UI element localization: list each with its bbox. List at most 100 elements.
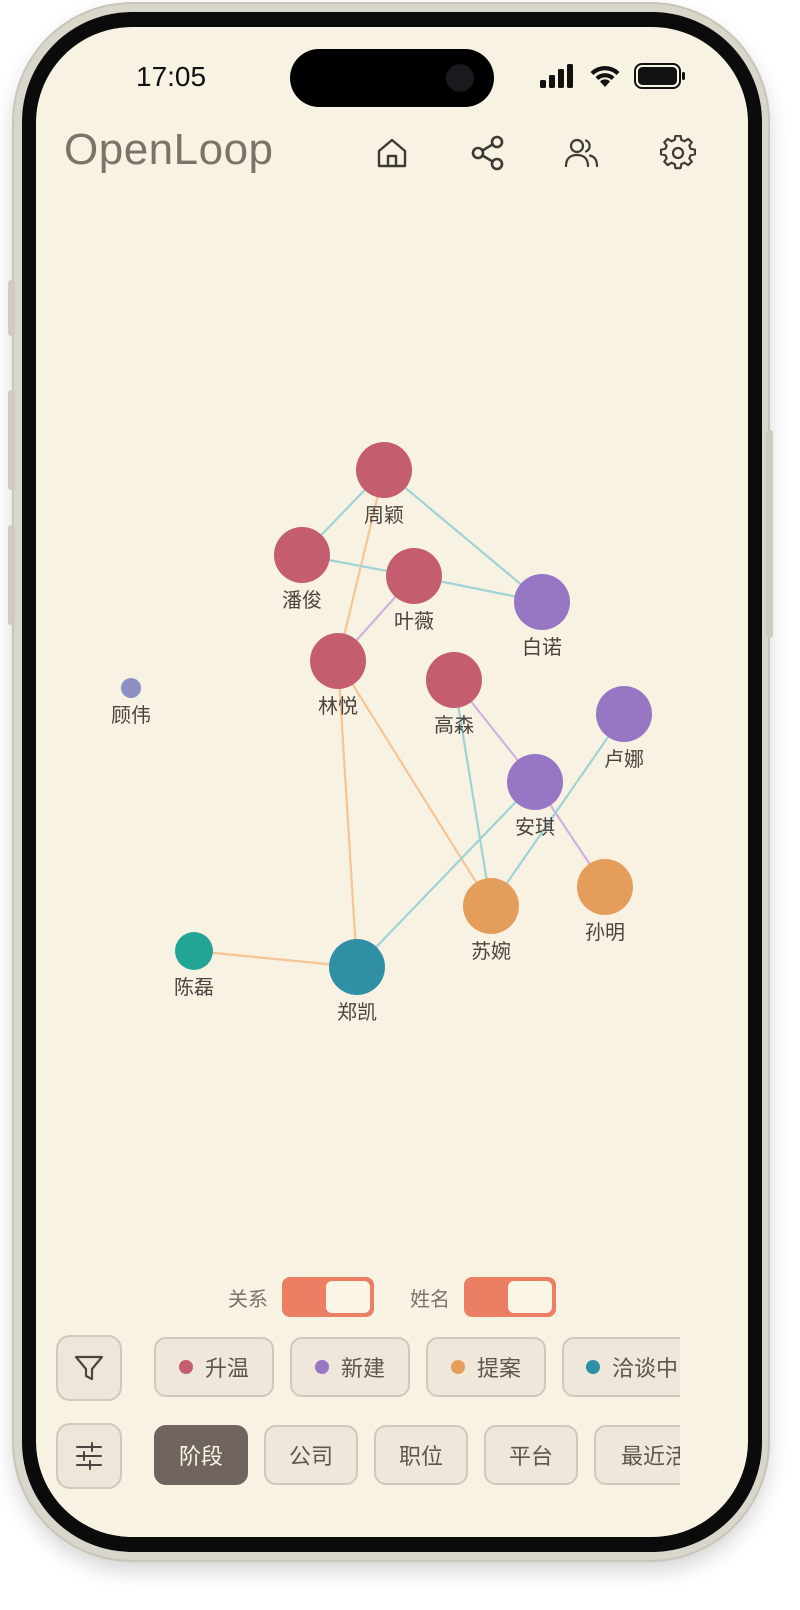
chip-label: 新建 [340, 1357, 385, 1382]
node-circle[interactable] [121, 678, 141, 698]
sort-settings-button[interactable] [56, 1423, 122, 1489]
node-label: 卢娜 [604, 747, 644, 771]
chip-platform[interactable]: 平台 [484, 1425, 578, 1485]
chip-label: 公司 [288, 1445, 333, 1470]
chip-warming[interactable]: 升温 [154, 1337, 274, 1397]
switch-knob [508, 1281, 552, 1313]
chip-label: 最近活 [620, 1445, 680, 1470]
graph-node-chenlei[interactable]: 陈磊 [174, 932, 214, 999]
node-label: 陈磊 [174, 975, 214, 999]
graph-edges [193, 469, 625, 969]
names-switch[interactable] [464, 1277, 556, 1317]
chip-dot [585, 1360, 600, 1374]
node-circle[interactable] [577, 859, 633, 915]
node-label: 林悦 [318, 694, 358, 718]
node-label: 郑凯 [337, 1000, 377, 1024]
node-circle[interactable] [175, 932, 213, 970]
chip-proposal[interactable]: 提案 [426, 1337, 546, 1397]
battery-icon [634, 63, 685, 89]
node-label: 安琪 [515, 815, 555, 839]
graph-node-luna[interactable]: 卢娜 [596, 686, 652, 771]
node-label: 苏婉 [471, 939, 511, 963]
chip-company[interactable]: 公司 [264, 1425, 358, 1485]
app-logo: OpenLoop [64, 125, 274, 174]
gear-icon [660, 135, 696, 170]
graph-node-bainuo[interactable]: 白诺 [514, 574, 570, 659]
node-label: 高森 [434, 713, 474, 737]
switch-knob [326, 1281, 370, 1313]
graph-edge [337, 660, 492, 907]
graph-node-guwei[interactable]: 顾伟 [111, 678, 151, 727]
toggle-names[interactable]: 姓名 [410, 1277, 556, 1317]
status-time: 17:05 [136, 61, 207, 92]
node-circle[interactable] [274, 527, 330, 583]
settings-button[interactable] [656, 131, 700, 175]
graph-edge [490, 713, 625, 907]
node-label: 白诺 [522, 635, 562, 659]
chip-label: 洽谈中 [611, 1357, 678, 1382]
chip-dot [314, 1360, 329, 1374]
sliders-icon [76, 1442, 102, 1470]
filter-button[interactable] [56, 1335, 122, 1401]
toggle-relations[interactable]: 关系 [228, 1277, 374, 1317]
node-label: 周颖 [364, 503, 404, 527]
node-circle[interactable] [463, 878, 519, 934]
action-button [8, 280, 15, 336]
camera-icon [446, 64, 474, 92]
node-circle[interactable] [386, 548, 442, 604]
filter-row: 升温 新建 提案 洽谈中 [56, 1335, 680, 1405]
chip-recent-activity[interactable]: 最近活 [594, 1425, 680, 1485]
chip-label: 提案 [476, 1357, 521, 1382]
node-circle[interactable] [514, 574, 570, 630]
contacts-button[interactable] [560, 131, 604, 175]
wifi-icon [590, 65, 620, 87]
volume-down-button [8, 525, 15, 625]
chip-position[interactable]: 职位 [374, 1425, 468, 1485]
graph-edge [452, 679, 493, 907]
chip-label: 职位 [398, 1445, 443, 1470]
home-icon [377, 138, 407, 168]
chip-label: 阶段 [178, 1445, 223, 1470]
group-by-chips: 阶段 公司 职位 平台 最近活 [154, 1425, 680, 1485]
graph-node-suwan[interactable]: 苏婉 [463, 878, 519, 963]
volume-up-button [8, 390, 15, 490]
node-label: 潘俊 [282, 588, 322, 612]
chip-label: 平台 [508, 1445, 553, 1470]
toggle-names-label: 姓名 [410, 1286, 450, 1311]
node-circle[interactable] [356, 442, 412, 498]
node-label: 叶薇 [394, 609, 434, 633]
home-button[interactable] [370, 131, 414, 175]
node-circle[interactable] [596, 686, 652, 742]
node-label: 顾伟 [111, 703, 151, 727]
chip-negotiating[interactable]: 洽谈中 [562, 1337, 680, 1397]
relations-switch[interactable] [282, 1277, 374, 1317]
graph-node-sunming[interactable]: 孙明 [577, 859, 633, 944]
graph-node-anqi[interactable]: 安琪 [507, 754, 563, 839]
group-by-row: 阶段 公司 职位 平台 最近活 [56, 1423, 680, 1493]
dynamic-island [290, 49, 494, 107]
graph-node-zhengkai[interactable]: 郑凯 [329, 939, 385, 1024]
node-label: 孙明 [585, 920, 625, 944]
graph-edge [383, 469, 543, 603]
graph-edge [336, 660, 359, 968]
chip-new[interactable]: 新建 [290, 1337, 410, 1397]
node-circle[interactable] [329, 939, 385, 995]
graph-node-zhouying[interactable]: 周颖 [356, 442, 412, 527]
graph-node-gaosen[interactable]: 高森 [426, 652, 482, 737]
chip-label: 升温 [204, 1357, 249, 1382]
display-toggles: 关系 姓名 [36, 1275, 748, 1319]
chip-stage[interactable]: 阶段 [154, 1425, 248, 1485]
share-icon [471, 135, 504, 171]
node-circle[interactable] [426, 652, 482, 708]
share-button[interactable] [466, 131, 510, 175]
graph-edge [356, 781, 536, 968]
graph-node-panjun[interactable]: 潘俊 [274, 527, 330, 612]
graph-node-yewei[interactable]: 叶薇 [386, 548, 442, 633]
chip-dot [178, 1360, 193, 1374]
node-circle[interactable] [310, 633, 366, 689]
graph-node-linyue[interactable]: 林悦 [310, 633, 366, 718]
node-circle[interactable] [507, 754, 563, 810]
filter-icon [74, 1355, 104, 1381]
